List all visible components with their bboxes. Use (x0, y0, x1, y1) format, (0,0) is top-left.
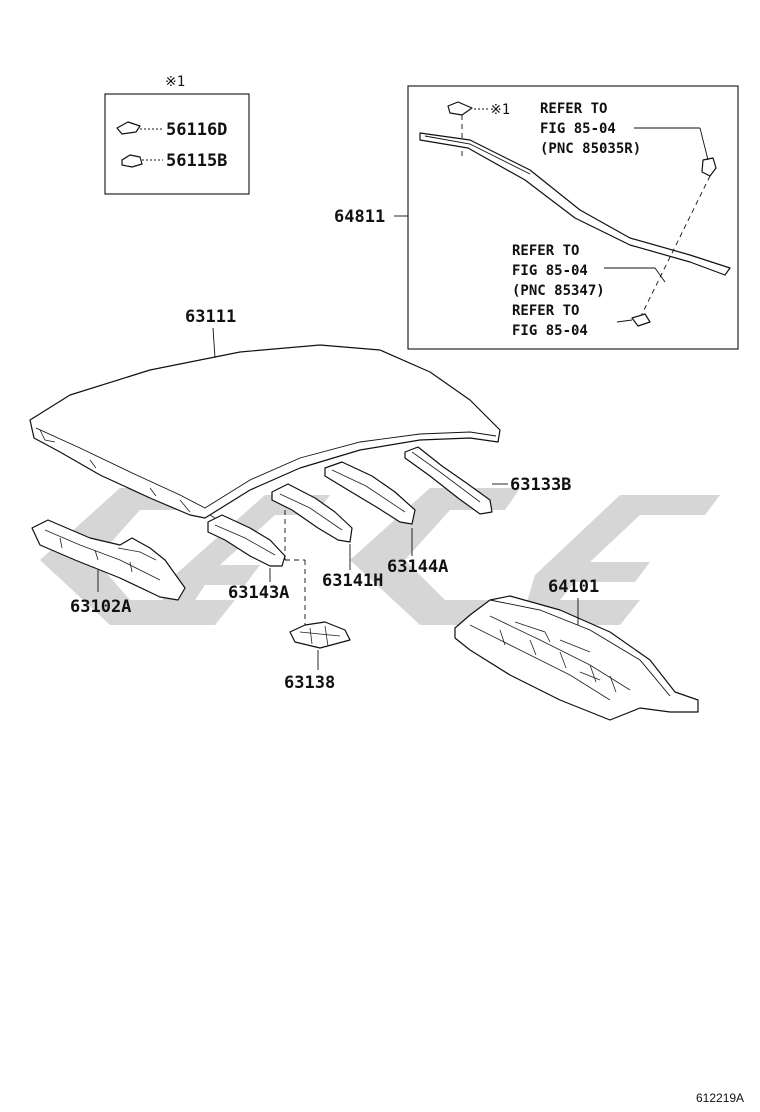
label-64101: 64101 (548, 577, 599, 597)
roof-panel (29, 344, 501, 521)
clip-icon (447, 101, 473, 116)
rear-glass-icon (419, 132, 731, 276)
label-63141h: 63141H (322, 571, 383, 591)
label-63143a: 63143A (228, 583, 289, 603)
box-note-mark: ※1 (165, 74, 185, 90)
label-63102a: 63102A (70, 597, 131, 617)
refer-note-3: REFER TO FIG 85-04 (512, 303, 588, 339)
label-63133b: 63133B (510, 475, 571, 495)
clip-detail-box: ※1 56116D 56115B (104, 74, 250, 195)
roof-bow-63143a (207, 514, 286, 567)
inset-note-mark: ※1 (490, 102, 510, 118)
front-header-panel (31, 519, 186, 601)
bracket-63138 (289, 621, 351, 649)
svg-text:REFER TO: REFER TO (512, 303, 579, 319)
roof-bow-63133b (404, 446, 493, 515)
figure-id: 612219A (696, 1091, 744, 1105)
label-63111: 63111 (185, 307, 236, 327)
label-63138: 63138 (284, 673, 335, 693)
label-56116d: 56116D (166, 120, 227, 140)
svg-text:FIG 85-04: FIG 85-04 (512, 323, 588, 339)
clip-56115b-icon (121, 154, 143, 168)
svg-text:FIG 85-04: FIG 85-04 (512, 263, 588, 279)
svg-text:(PNC 85035R): (PNC 85035R) (540, 141, 641, 157)
svg-text:FIG 85-04: FIG 85-04 (540, 121, 616, 137)
roof-bow-63141h (271, 483, 353, 543)
label-64811: 64811 (334, 207, 385, 227)
clip-56116d-icon (116, 121, 141, 135)
label-63144a: 63144A (387, 557, 448, 577)
package-tray-panel (454, 595, 699, 721)
svg-text:REFER TO: REFER TO (540, 101, 607, 117)
rear-glass-inset: ※1 REFER TO FIG 85-04 (PNC 85035R) REFER… (407, 85, 739, 350)
refer-note-2: REFER TO FIG 85-04 (PNC 85347) (512, 243, 605, 299)
svg-text:REFER TO: REFER TO (512, 243, 579, 259)
refer-note-1: REFER TO FIG 85-04 (PNC 85035R) (540, 101, 641, 157)
roof-bow-63144a (324, 461, 416, 525)
bolt-icon (701, 157, 717, 177)
label-56115b: 56115B (166, 151, 227, 171)
svg-text:(PNC 85347): (PNC 85347) (512, 283, 605, 299)
stopper-icon (631, 313, 651, 327)
